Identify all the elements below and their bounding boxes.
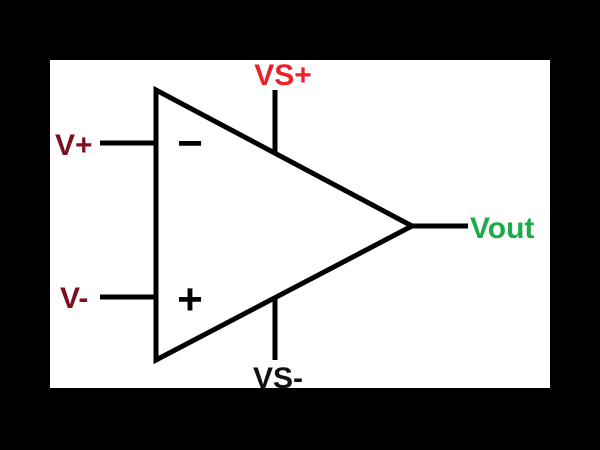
plus-symbol: +	[177, 275, 203, 324]
opamp-triangle	[153, 85, 418, 365]
negative-supply-label: VS-	[253, 362, 303, 395]
output-label: Vout	[470, 212, 534, 245]
inverting-input-label: V+	[55, 129, 93, 162]
noninverting-input-label: V-	[60, 282, 88, 315]
minus-symbol: −	[177, 119, 203, 168]
positive-supply-label: VS+	[254, 59, 312, 92]
